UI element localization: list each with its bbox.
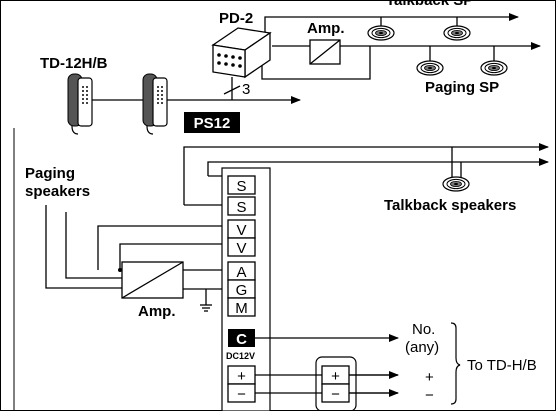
amplifier-bottom: [121, 261, 184, 299]
amp-top-label: Amp.: [307, 20, 345, 37]
terminal-c: C: [236, 331, 247, 348]
talkback-speaker-icon: [443, 25, 471, 41]
td12hb-label: TD-12H/B: [40, 55, 108, 72]
paging-speaker-icon: [416, 60, 444, 76]
terminal-s1: S: [236, 178, 246, 195]
paging-speakers-label-2: speakers: [25, 183, 90, 200]
no-label: No.: [412, 321, 435, 338]
connector-block: + −: [315, 356, 357, 411]
connector-minus: −: [331, 386, 340, 403]
talkback-speaker-icon: [367, 25, 395, 41]
terminal-minus: −: [237, 386, 246, 403]
amplifier-top: [309, 39, 341, 65]
talkback-speakers-label: Talkback speakers: [384, 197, 516, 214]
talkback-sp-label: Talkback SP: [386, 0, 473, 9]
handset-icon: [142, 73, 168, 135]
terminal-g: G: [236, 282, 248, 299]
bracket: [450, 322, 461, 405]
terminal-m: M: [235, 300, 248, 317]
to-td-label: To TD-H/B: [467, 357, 537, 374]
ps12-label: PS12: [194, 115, 231, 132]
any-label: (any): [405, 339, 439, 356]
minus-out-label: −: [425, 387, 434, 404]
handset-icon: [67, 73, 93, 135]
paging-sp-label: Paging SP: [425, 79, 499, 96]
terminal-a: A: [236, 264, 246, 281]
pd2-device: [211, 27, 272, 79]
ps12-badge: [184, 112, 240, 133]
talkback-speaker-icon: [442, 176, 470, 192]
terminal-v2: V: [236, 240, 246, 257]
terminal-plus: +: [237, 368, 246, 385]
terminal-strip: S S V V A G M C DC12V + −: [221, 167, 271, 411]
terminal-s2: S: [236, 199, 246, 216]
pd2-label: PD-2: [219, 10, 253, 27]
amp-bottom-label: Amp.: [138, 303, 176, 320]
dc12v-label: DC12V: [226, 351, 255, 361]
wire-count-label: 3: [242, 81, 250, 98]
plus-out-label: +: [425, 369, 434, 386]
paging-speakers-label-1: Paging: [25, 165, 75, 182]
paging-speaker-icon: [480, 60, 508, 76]
connector-plus: +: [331, 368, 340, 385]
terminal-v1: V: [236, 222, 246, 239]
